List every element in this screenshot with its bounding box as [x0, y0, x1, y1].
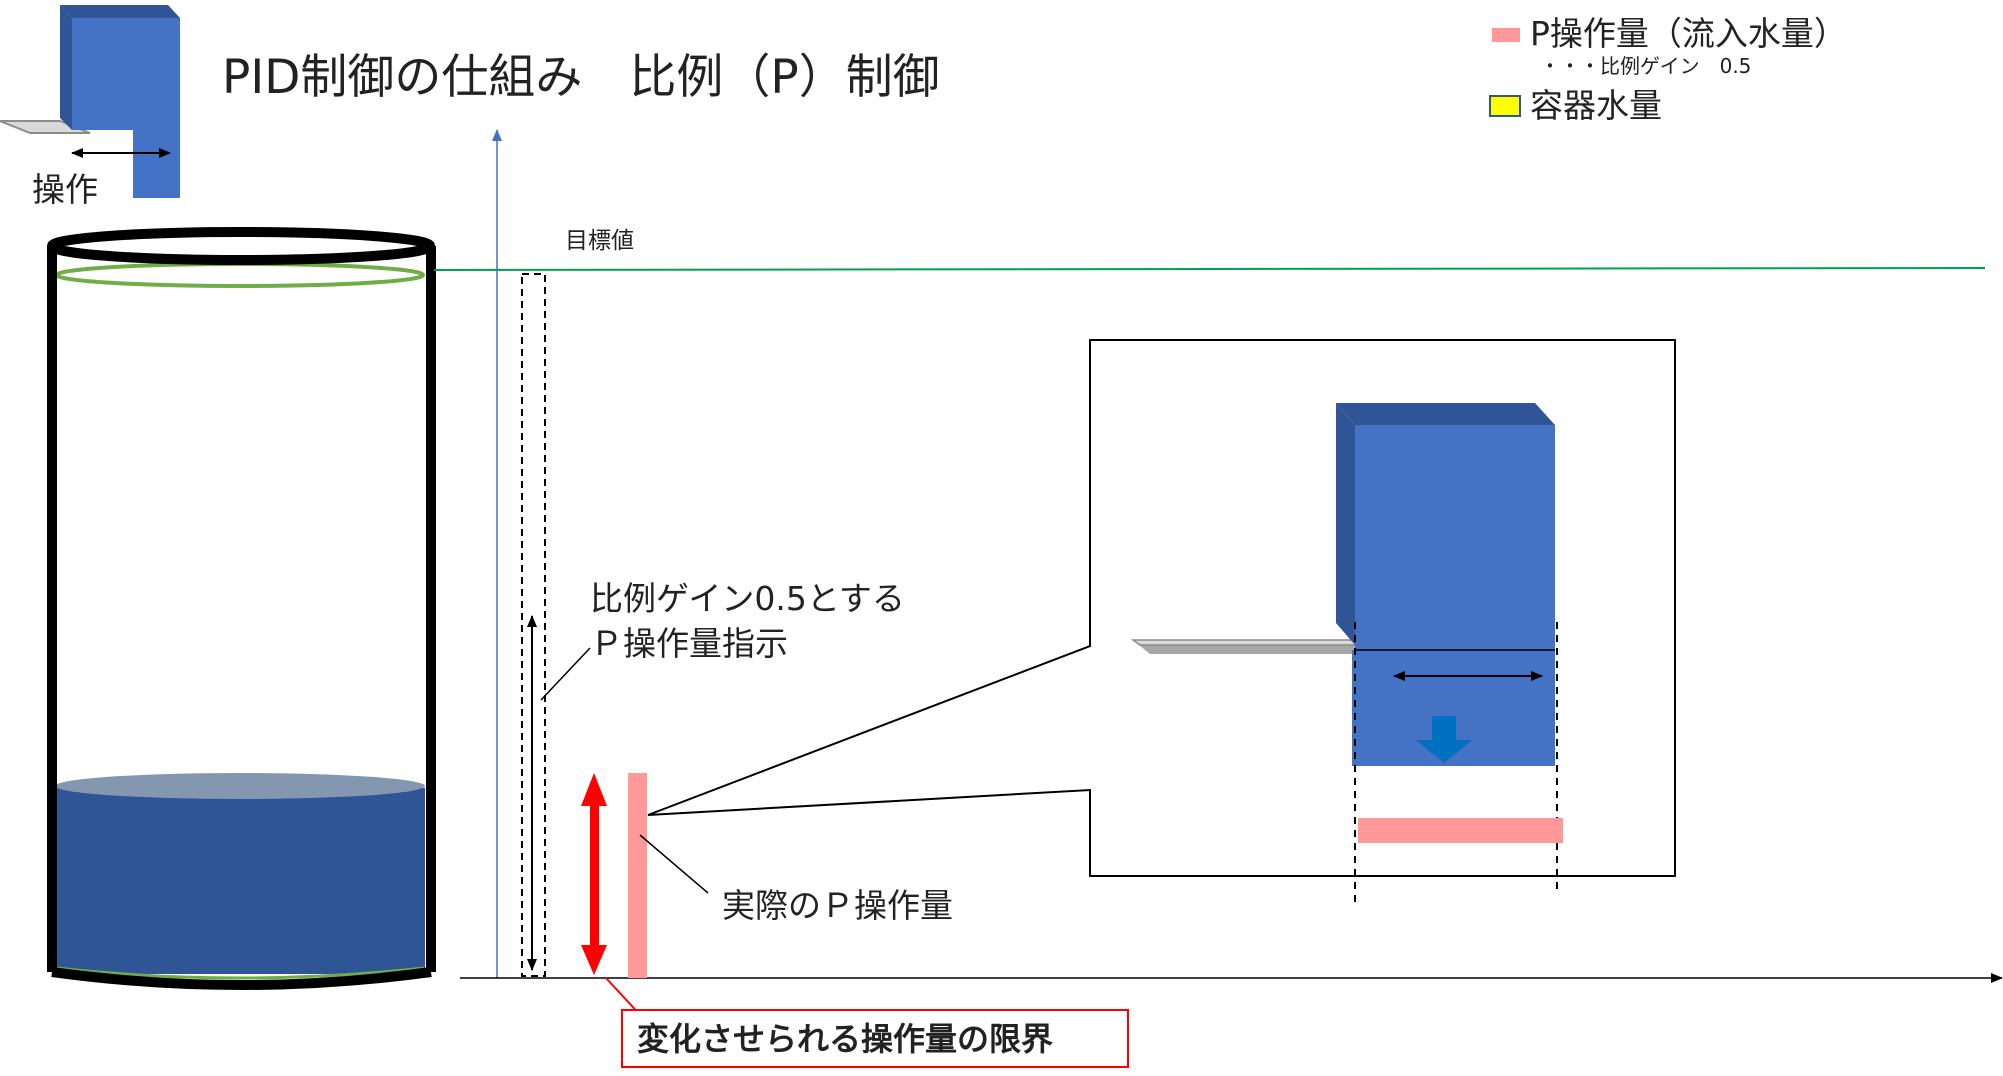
legend-p-swatch	[1492, 28, 1520, 42]
instruction-dashed-box	[521, 273, 546, 977]
big-valve-icon	[1130, 403, 1555, 766]
legend-tank-swatch	[1489, 95, 1521, 117]
legend-tank-label: 容器水量	[1530, 86, 1662, 125]
target-line	[433, 267, 1986, 271]
target-label: 目標値	[565, 228, 634, 254]
tank-water-surface	[55, 773, 425, 799]
tank-target-ring	[55, 262, 425, 288]
small-valve-icon	[0, 5, 180, 198]
tank-rim	[47, 227, 435, 265]
water-tank	[47, 227, 436, 990]
tank-water	[55, 788, 425, 974]
down-arrow-icon	[1416, 716, 1472, 763]
operation-label: 操作	[32, 170, 98, 209]
zoom-p-bar	[1358, 818, 1563, 843]
instruction-line1: 比例ゲイン0.5とする	[590, 579, 905, 618]
instruction-line2: Ｐ操作量指示	[590, 624, 788, 663]
actual-p-label: 実際のＰ操作量	[722, 886, 953, 925]
actual-p-bar	[628, 773, 647, 978]
limit-label: 変化させられる操作量の限界	[637, 1020, 1053, 1058]
legend-p-label: P操作量（流入水量）	[1530, 14, 1847, 53]
legend-p-gain-note: ・・・比例ゲイン 0.5	[1540, 54, 1751, 78]
limit-label-box	[621, 1009, 1129, 1068]
limit-arrow	[581, 773, 607, 975]
page-title: PID制御の仕組み 比例（P）制御	[222, 50, 940, 105]
